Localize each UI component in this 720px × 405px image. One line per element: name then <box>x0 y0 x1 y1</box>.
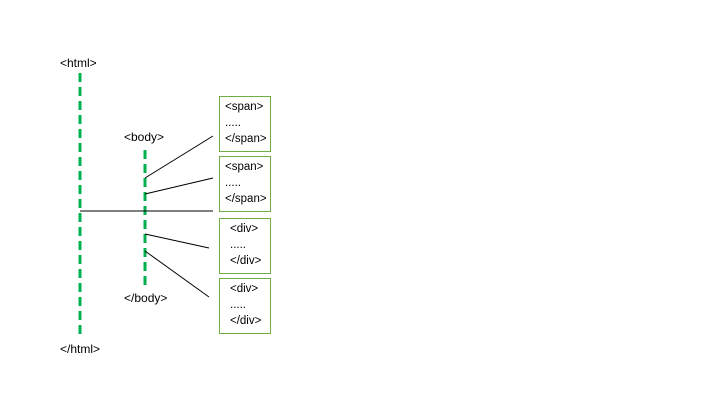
box-content: ..... <box>225 177 241 189</box>
connector-span-1 <box>144 135 214 179</box>
box-open-tag: <span> <box>225 101 264 113</box>
span-box-2: <span> ..... </span> <box>219 156 271 212</box>
box-close-tag: </div> <box>230 315 262 327</box>
connector-div-1 <box>144 233 210 249</box>
box-open-tag: <div> <box>230 283 259 295</box>
box-close-tag: </span> <box>225 133 267 145</box>
connector-span-2 <box>144 177 214 195</box>
box-close-tag: </div> <box>230 255 262 267</box>
html-close-label: </html> <box>60 342 101 356</box>
box-open-tag: <div> <box>230 223 259 235</box>
box-content: ..... <box>230 239 246 251</box>
connector-div-2 <box>144 250 210 298</box>
span-box-1: <span> ..... </span> <box>219 96 271 152</box>
box-content: ..... <box>225 117 241 129</box>
body-open-label: <body> <box>124 130 165 144</box>
body-close-label: </body> <box>124 291 168 305</box>
div-box-1: <div> ..... </div> <box>219 218 271 274</box>
box-content: ..... <box>230 299 246 311</box>
html-open-label: <html> <box>60 56 97 70</box>
box-open-tag: <span> <box>225 161 264 173</box>
div-box-2: <div> ..... </div> <box>219 278 271 334</box>
box-close-tag: </span> <box>225 193 267 205</box>
